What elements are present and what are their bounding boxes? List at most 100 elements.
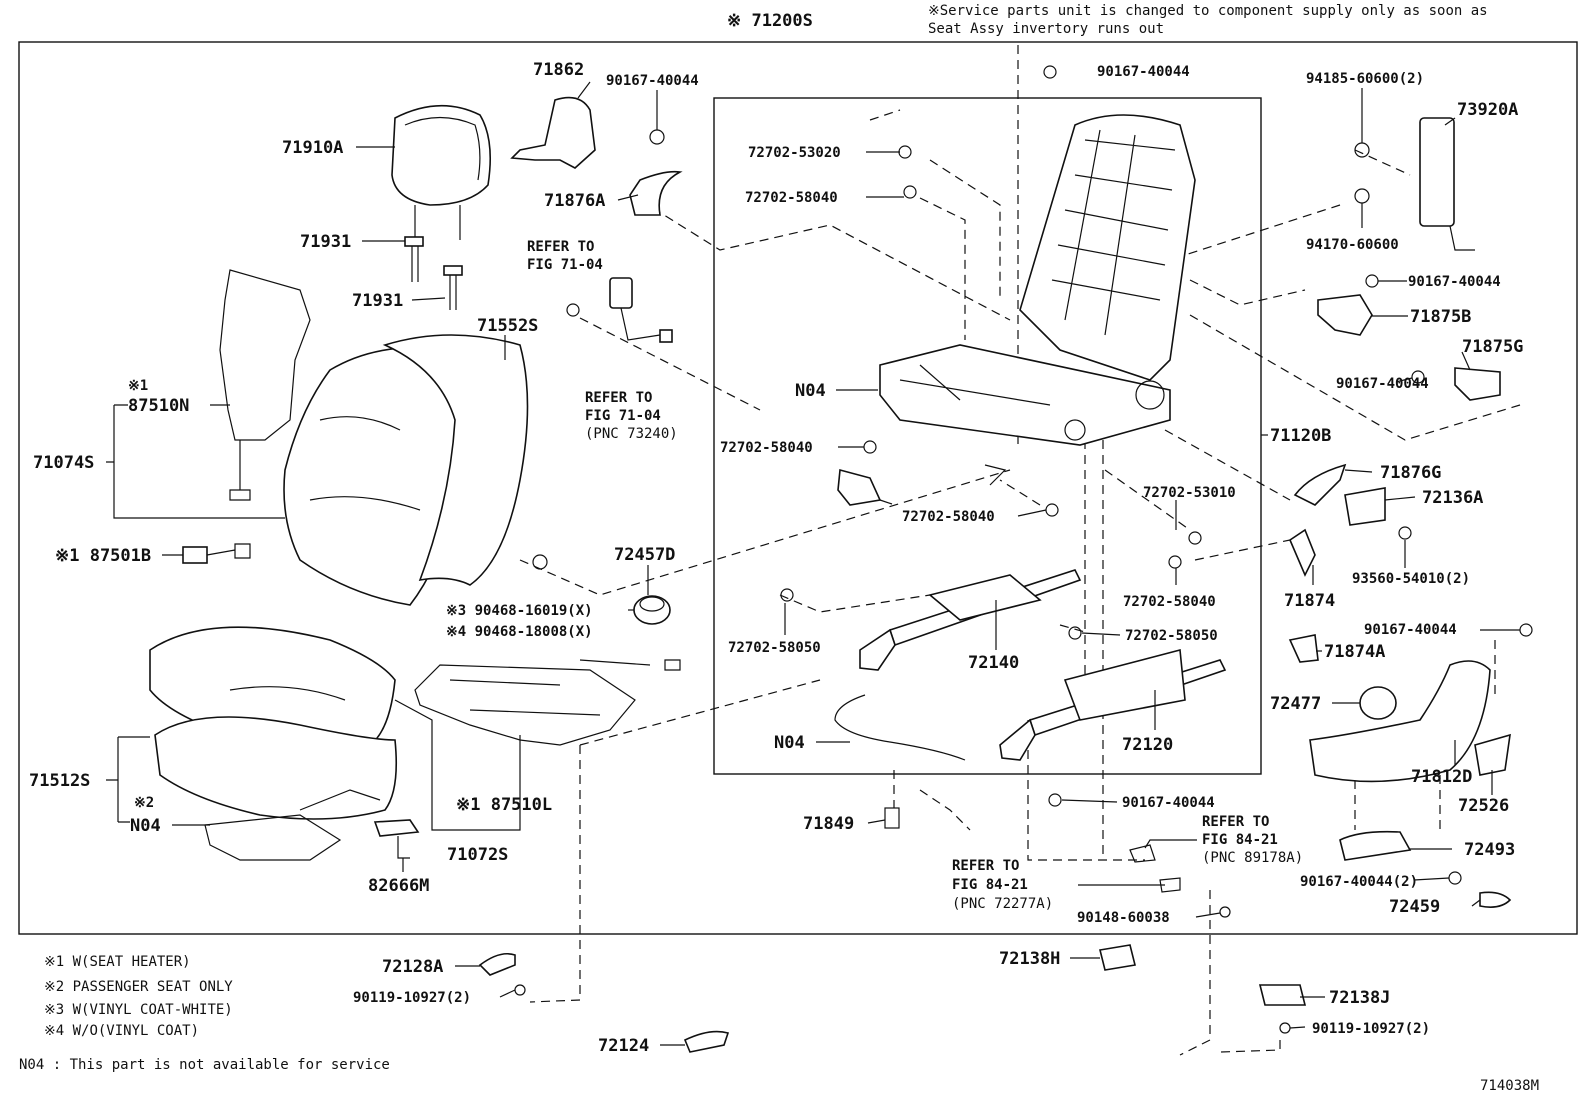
label-71874[interactable]: 71874: [1284, 591, 1335, 611]
side-trim-drawing: [1288, 117, 1533, 908]
label-72138J[interactable]: 72138J: [1329, 988, 1390, 1008]
bottom-covers-drawing: [478, 793, 1307, 1053]
label-72702-53010[interactable]: 72702-53010: [1143, 485, 1236, 501]
label-87510N[interactable]: 87510N: [128, 396, 189, 416]
label-90167-40044-a[interactable]: 90167-40044: [606, 73, 699, 89]
label-90167-40044-b[interactable]: 90167-40044: [1097, 64, 1190, 80]
label-90167-40044-c[interactable]: 90167-40044: [1122, 795, 1215, 811]
label-71812D[interactable]: 71812D: [1411, 767, 1472, 787]
service-note-line2: Seat Assy invertory runs out: [928, 21, 1164, 37]
label-71512S[interactable]: 71512S: [29, 771, 90, 791]
seatback-cover-drawing: [283, 334, 529, 606]
label-72702-58050-a[interactable]: 72702-58050: [728, 640, 821, 656]
label-71931-b[interactable]: 71931: [352, 291, 403, 311]
seat-frame-inner-box: [713, 97, 1262, 775]
legend: ※1 W(SEAT HEATER) ※2 PASSENGER SEAT ONLY…: [19, 954, 390, 1073]
label-72459[interactable]: 72459: [1389, 897, 1440, 917]
label-90167-40044-f[interactable]: 90167-40044: [1364, 622, 1457, 638]
label-72136A[interactable]: 72136A: [1422, 488, 1483, 508]
label-94170-60600[interactable]: 94170-60600: [1306, 237, 1399, 253]
label-72702-58040-d[interactable]: 72702-58040: [1123, 594, 1216, 610]
assembly-dashed-lines: [519, 45, 1521, 1056]
ref3-line2[interactable]: FIG 84-21: [1202, 832, 1278, 848]
label-87501B[interactable]: ※1 87501B: [55, 546, 151, 566]
ref2-line1[interactable]: REFER TO: [585, 390, 652, 406]
occupant-sensor-mat-drawing: [204, 789, 381, 861]
label-72702-53020[interactable]: 72702-53020: [748, 145, 841, 161]
ref1-line1[interactable]: REFER TO: [527, 239, 594, 255]
label-72124[interactable]: 72124: [598, 1036, 649, 1056]
label-90167-40044-e[interactable]: 90167-40044: [1336, 376, 1429, 392]
wire-harness-drawing: [834, 694, 966, 761]
label-72526[interactable]: 72526: [1458, 796, 1509, 816]
figure-id: 714038M: [1480, 1078, 1539, 1094]
label-72702-58040-b[interactable]: 72702-58040: [720, 440, 813, 456]
label-71120B[interactable]: 71120B: [1270, 426, 1331, 446]
hinge-cover-drawing: [510, 96, 683, 216]
legend-n04-note: N04 : This part is not available for ser…: [19, 1057, 390, 1073]
label-72128A[interactable]: 72128A: [382, 957, 443, 977]
label-71876G[interactable]: 71876G: [1380, 463, 1441, 483]
label-71874A[interactable]: 71874A: [1324, 642, 1385, 662]
label-93560-54010[interactable]: 93560-54010(2): [1352, 571, 1470, 587]
legend-note4: ※4 W/O(VINYL COAT): [44, 1023, 199, 1039]
label-72477[interactable]: 72477: [1270, 694, 1321, 714]
label-72457D[interactable]: 72457D: [614, 545, 675, 565]
label-72702-58040-c[interactable]: 72702-58040: [902, 509, 995, 525]
bracket-drawing: [373, 819, 420, 859]
label-90148-60038[interactable]: 90148-60038: [1077, 910, 1170, 926]
ref1-line2[interactable]: FIG 71-04: [527, 257, 603, 273]
label-71876A[interactable]: 71876A: [544, 191, 605, 211]
label-72140[interactable]: 72140: [968, 653, 1019, 673]
label-90468-16019[interactable]: ※3 90468-16019(X): [446, 603, 593, 619]
label-71072S[interactable]: 71072S: [447, 845, 508, 865]
seatbelt-buckle-drawing: [566, 277, 673, 343]
label-N04-a[interactable]: N04: [130, 816, 161, 836]
label-90119-10927-b[interactable]: 90119-10927(2): [1312, 1021, 1430, 1037]
label-72138H[interactable]: 72138H: [999, 949, 1060, 969]
ref2-line2[interactable]: FIG 71-04: [585, 408, 661, 424]
label-90468-18008[interactable]: ※4 90468-18008(X): [446, 624, 593, 640]
label-71875G[interactable]: 71875G: [1462, 337, 1523, 357]
label-71910A[interactable]: 71910A: [282, 138, 343, 158]
ref4-line2[interactable]: FIG 84-21: [952, 877, 1028, 893]
label-87510N-mark: ※1: [128, 378, 148, 394]
label-71875B[interactable]: 71875B: [1410, 307, 1471, 327]
label-N04-mark: ※2: [134, 795, 154, 811]
label-82666M[interactable]: 82666M: [368, 876, 429, 896]
label-71862[interactable]: 71862: [533, 60, 584, 80]
label-72702-58050-b[interactable]: 72702-58050: [1125, 628, 1218, 644]
seatback-heater-drawing: [219, 269, 311, 501]
label-72702-58040-a[interactable]: 72702-58040: [745, 190, 838, 206]
knob-drawing: [532, 554, 671, 625]
label-N04-c[interactable]: N04: [774, 733, 805, 753]
label-71074S[interactable]: 71074S: [33, 453, 94, 473]
service-note-line1: ※Service parts unit is changed to compon…: [928, 3, 1488, 19]
label-71849[interactable]: 71849: [803, 814, 854, 834]
outer-frame: [18, 41, 1578, 935]
headrest-drawing: [391, 104, 492, 240]
label-72493[interactable]: 72493: [1464, 840, 1515, 860]
label-94185-60600[interactable]: 94185-60600(2): [1306, 71, 1424, 87]
label-90167-40044-g[interactable]: 90167-40044(2): [1300, 874, 1418, 890]
ref3-line1[interactable]: REFER TO: [1202, 814, 1269, 830]
label-87510L[interactable]: ※1 87510L: [456, 795, 552, 815]
label-72120[interactable]: 72120: [1122, 735, 1173, 755]
label-73920A[interactable]: 73920A: [1457, 100, 1518, 120]
seat-cushion-drawing: [149, 626, 398, 820]
reference-callouts: REFER TO FIG 71-04 REFER TO FIG 71-04 (P…: [527, 239, 1303, 912]
headrest-guide-drawing: [404, 236, 463, 310]
assembly-number-label[interactable]: ※ 71200S: [727, 11, 813, 31]
ref4-line1[interactable]: REFER TO: [952, 858, 1019, 874]
label-N04-b[interactable]: N04: [795, 381, 826, 401]
part-labels: 71862 90167-40044 71910A 71876A 71931 71…: [29, 60, 1523, 1056]
label-71931-a[interactable]: 71931: [300, 232, 351, 252]
label-90167-40044-d[interactable]: 90167-40044: [1408, 274, 1501, 290]
label-90119-10927-a[interactable]: 90119-10927(2): [353, 990, 471, 1006]
legend-note1: ※1 W(SEAT HEATER): [44, 954, 191, 970]
label-71552S[interactable]: 71552S: [477, 316, 538, 336]
heater-connector-drawing: [182, 543, 251, 564]
seat-frame-drawing: [879, 114, 1196, 486]
ref4-line3: (PNC 72277A): [952, 896, 1053, 912]
